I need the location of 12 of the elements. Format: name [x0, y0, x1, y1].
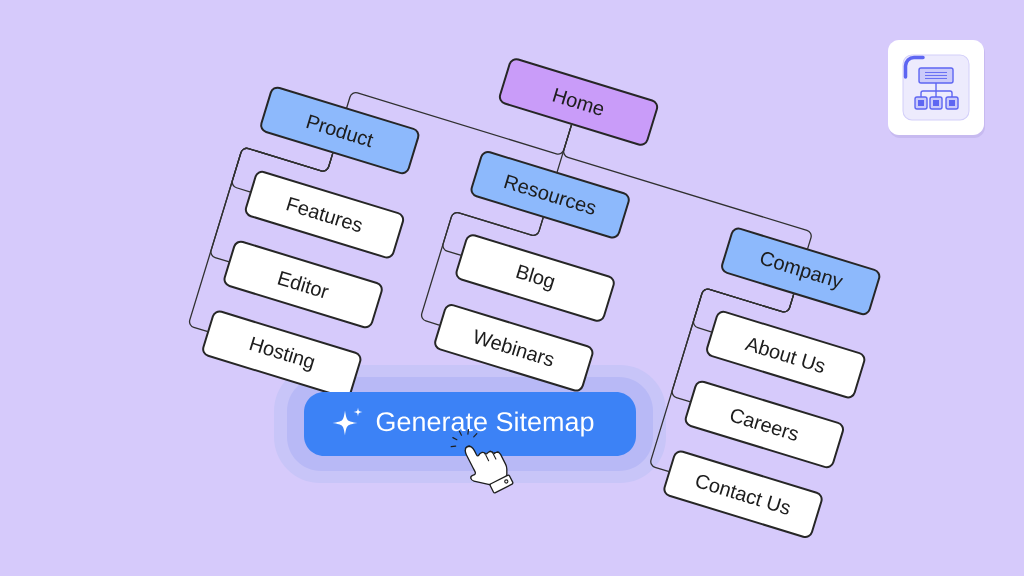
connector-line	[650, 288, 795, 473]
generate-button: Generate Sitemap	[304, 392, 636, 456]
connector-line	[563, 123, 812, 250]
root-box: Home	[498, 58, 659, 146]
page-box: Careers	[684, 380, 844, 469]
section-box: Product	[260, 86, 420, 175]
page-box: Editor	[223, 240, 383, 329]
connector-line	[420, 211, 544, 326]
connector-line	[188, 147, 334, 333]
page-box: Contact Us	[663, 450, 823, 538]
page-box: Blog	[455, 234, 615, 322]
page-box: About Us	[706, 310, 866, 399]
